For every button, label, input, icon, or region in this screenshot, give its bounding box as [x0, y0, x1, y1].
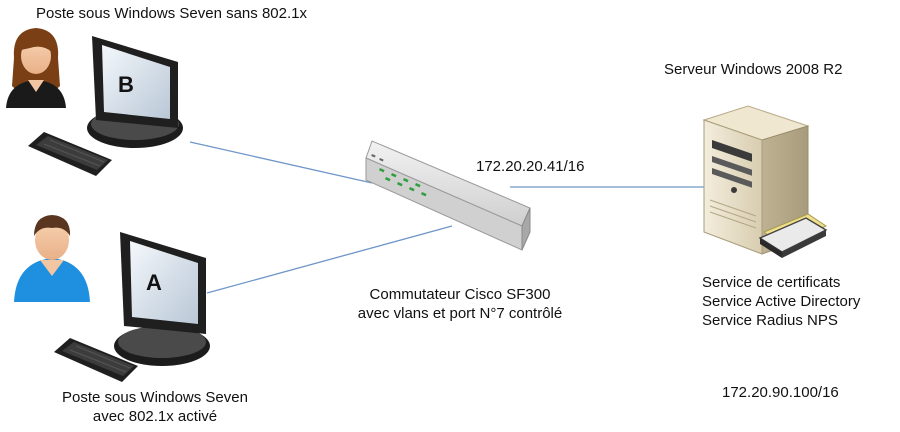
- desktop-computer-icon-b: [28, 36, 183, 176]
- switch-ip-label: 172.20.20.41/16: [476, 158, 585, 175]
- pc-a-letter: A: [146, 270, 162, 295]
- network-switch-icon: [365, 140, 531, 251]
- switch-caption-line1: Commutateur Cisco SF300: [369, 286, 551, 303]
- woman-user-icon: [6, 28, 66, 108]
- link-pc-a-switch: [206, 225, 453, 294]
- server-caption: Serveur Windows 2008 R2: [664, 61, 843, 78]
- server-ip-label: 172.20.90.100/16: [722, 384, 839, 401]
- pc-b-letter: B: [118, 72, 134, 97]
- switch-caption: Commutateur Cisco SF300 avec vlans et po…: [340, 285, 580, 323]
- pc-a-caption: Poste sous Windows Seven avec 802.1x act…: [30, 388, 280, 426]
- link-pc-b-switch: [189, 141, 373, 184]
- server-service-3: Service Radius NPS: [702, 312, 838, 329]
- network-links: [189, 141, 704, 294]
- server-services: Service de certificats Service Active Di…: [702, 273, 860, 330]
- man-user-icon: [14, 215, 90, 302]
- pc-a-caption-line1: Poste sous Windows Seven: [62, 389, 248, 406]
- desktop-computer-icon-a: [54, 232, 210, 382]
- server-service-2: Service Active Directory: [702, 293, 861, 310]
- pc-a-caption-line2: avec 802.1x activé: [92, 408, 218, 425]
- pc-b-caption: Poste sous Windows Seven sans 802.1x: [36, 5, 307, 22]
- switch-caption-line2: avec vlans et port N°7 contrôlé: [357, 305, 563, 322]
- tower-server-icon: [702, 105, 828, 258]
- server-service-1: Service de certificats: [702, 274, 841, 291]
